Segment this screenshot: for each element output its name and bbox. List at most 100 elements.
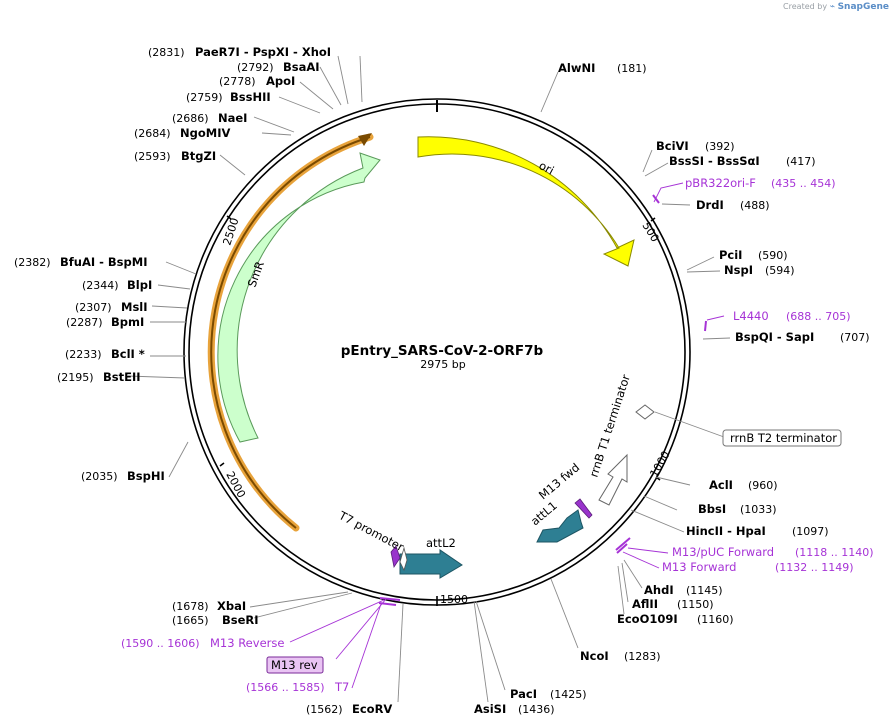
enzyme-ahdi[interactable]: AhdI [644,583,674,597]
m13-fwd-feature[interactable] [574,498,593,519]
primer-m13-puc-forward-range: (1118 .. 1140) [795,546,874,559]
enzyme-acli[interactable]: AclI [709,478,733,492]
enzyme-naei[interactable]: NaeI [218,111,247,125]
attl1-label: attL1 [528,498,560,528]
t7-promoter-label: T7 promoter [336,508,407,554]
plasmid-name: pEntry_SARS-CoV-2-ORF7b [341,343,544,359]
primer-t7[interactable]: T7 [334,680,349,694]
enzyme-alwni-pos: (181) [617,62,647,75]
primer-m13-rev[interactable]: M13 rev [271,658,318,672]
m13-rev-label-box[interactable] [266,656,324,674]
attl2-feature[interactable] [399,549,463,579]
enzyme-blpi-pos: (2344) [82,279,119,292]
primer-pbr322ori-f-range: (435 .. 454) [771,177,836,190]
primer-m13-reverse-range: (1590 .. 1606) [121,637,200,650]
enzyme-paer7i[interactable]: PaeR7I - PspXI - XhoI [195,45,331,59]
enzyme-leaders [127,55,731,703]
enzyme-bpmi-pos: (2287) [66,316,103,329]
tick-1500: 1500 [440,593,468,606]
enzyme-bsshii-pos: (2759) [186,91,223,104]
brand-name: SnapGene [837,2,889,12]
selection-arrowhead [358,133,372,146]
enzyme-bsaai-pos: (2792) [237,61,274,74]
primer-t7-range: (1566 .. 1585) [246,681,325,694]
primer-marks [289,182,725,689]
rrnb-t2-label-box [722,429,842,447]
enzyme-ecoo109i[interactable]: EcoO109I [617,612,678,626]
primer-m13-reverse[interactable]: M13 Reverse [210,636,284,650]
ori-feature[interactable] [417,136,635,267]
enzyme-pcii-pos: (590) [758,249,788,262]
enzyme-bcivi[interactable]: BciVI [656,139,689,153]
enzyme-alwni[interactable]: AlwNI [558,61,595,75]
enzyme-bsphi-pos: (2035) [81,470,118,483]
primer-m13-forward[interactable]: M13 Forward [662,560,736,574]
enzyme-bfuai[interactable]: BfuAI - BspMI [60,255,147,269]
snapgene-logo-icon: ⌁ [829,2,836,12]
enzyme-blpi[interactable]: BlpI [127,278,152,292]
enzyme-bspqi[interactable]: BspQI - SapI [735,330,814,344]
enzyme-paer7i-pos: (2831) [148,46,185,59]
enzyme-ncoi[interactable]: NcoI [580,649,609,663]
m13-fwd-label: M13 fwd [536,460,582,502]
enzyme-bsssi[interactable]: BssSI - BssSαI [669,154,760,168]
enzyme-naei-pos: (2686) [172,112,209,125]
primer-m13-puc-forward[interactable]: M13/pUC Forward [672,545,774,559]
enzyme-xbai[interactable]: XbaI [217,599,246,613]
rrnb-t2-leader [654,411,725,438]
enzyme-bsteii[interactable]: BstEII [103,370,141,384]
snapgene-brand: Created by ⌁ SnapGene [783,2,889,12]
enzyme-ahdi-pos: (1145) [686,584,723,597]
enzyme-drdi[interactable]: DrdI [696,198,724,212]
enzyme-bsteii-pos: (2195) [57,371,94,384]
enzyme-nspi[interactable]: NspI [724,263,753,277]
enzyme-ecorv[interactable]: EcoRV [352,702,392,716]
enzyme-bsshii[interactable]: BssHII [230,90,271,104]
enzyme-btgzi[interactable]: BtgZI [181,149,216,163]
rrnb-t1-terminator-feature[interactable] [598,453,628,506]
enzyme-apoi[interactable]: ApoI [266,74,295,88]
enzyme-asisi[interactable]: AsiSI [474,702,506,716]
enzyme-hincii-pos: (1097) [792,525,829,538]
enzyme-aflii-pos: (1150) [677,598,714,611]
enzyme-btgzi-pos: (2593) [134,150,171,163]
enzyme-bpmi[interactable]: BpmI [111,315,144,329]
enzyme-aflii[interactable]: AflII [632,597,658,611]
enzyme-bcivi-pos: (392) [705,140,735,153]
enzyme-bfuai-pos: (2382) [14,256,51,269]
enzyme-bcli[interactable]: BclI * [111,347,145,361]
enzyme-asisi-pos: (1436) [518,703,555,716]
enzyme-ecorv-pos: (1562) [306,703,343,716]
enzyme-bsaai[interactable]: BsaAI [283,60,320,74]
enzyme-ncoi-pos: (1283) [624,650,661,663]
t7-promoter-feature[interactable] [399,546,408,572]
enzyme-bsphi[interactable]: BspHI [127,469,165,483]
ori-label: ori [537,158,557,177]
enzyme-bseri[interactable]: BseRI [222,613,259,627]
primer-m13-forward-range: (1132 .. 1149) [775,561,854,574]
enzyme-paci[interactable]: PacI [510,687,537,701]
enzyme-bspqi-pos: (707) [840,331,870,344]
primer-l4440[interactable]: L4440 [733,309,769,323]
primer-pbr322ori-f[interactable]: pBR322ori-F [685,176,756,190]
attl1-feature[interactable] [536,509,584,543]
smr-feature[interactable] [217,152,381,443]
enzyme-msli-pos: (2307) [75,301,112,314]
selection-arc [210,136,371,529]
t7-primer-mark[interactable] [390,545,401,569]
enzyme-bbsi[interactable]: BbsI [698,502,726,516]
plasmid-length: 2975 bp [420,358,465,371]
enzyme-msli[interactable]: MslI [121,300,148,314]
primer-l4440-range: (688 .. 705) [786,310,851,323]
created-by-text: Created by [783,2,828,11]
enzyme-bbsi-pos: (1033) [740,503,777,516]
enzyme-apoi-pos: (2778) [219,75,256,88]
enzyme-ecoo109i-pos: (1160) [697,613,734,626]
enzyme-acli-pos: (960) [748,479,778,492]
enzyme-pcii[interactable]: PciI [719,248,742,262]
rrnb-t2-terminator-feature[interactable] [635,404,655,420]
rrnb-t2-label: rrnB T2 terminator [730,431,837,445]
enzyme-hincii[interactable]: HincII - HpaI [686,524,766,538]
enzyme-ngomiv[interactable]: NgoMIV [180,126,230,140]
